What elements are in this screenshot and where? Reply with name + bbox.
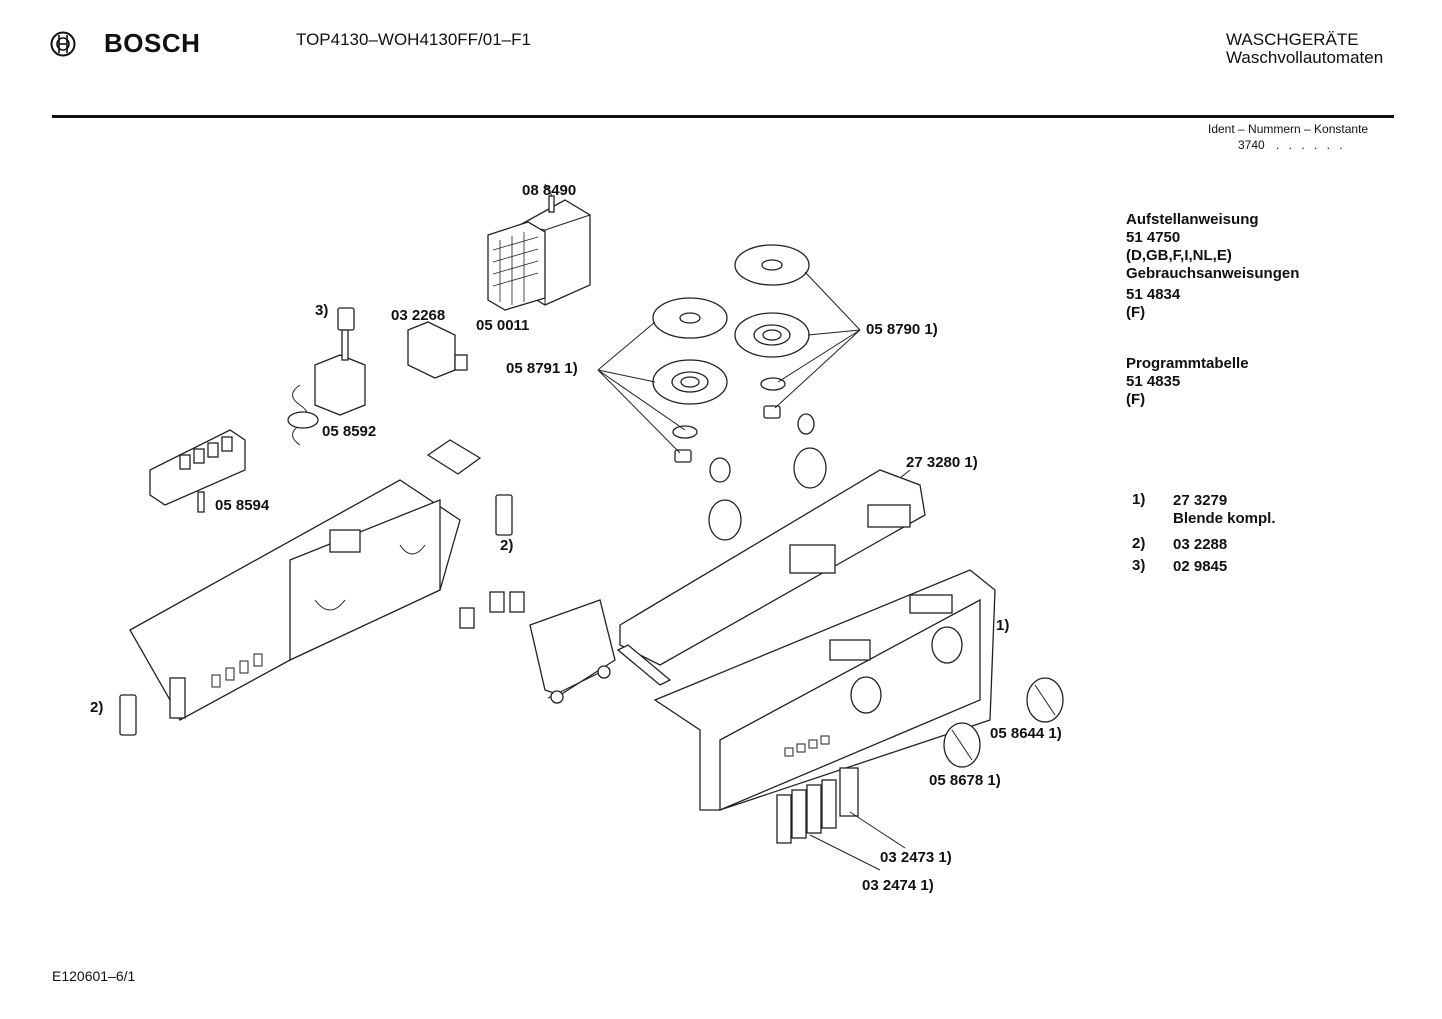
knob-left-part [943, 722, 981, 768]
button-leaders [809, 811, 906, 871]
category-title: WASCHGERÄTE [1226, 30, 1359, 49]
control-panel-part [653, 569, 996, 811]
motor-part [287, 329, 366, 446]
footnote-key-2: 2) [1132, 535, 1146, 552]
ident-value: 3740 [1238, 138, 1265, 152]
push-buttons-part [776, 767, 859, 844]
circuit-board-part [149, 429, 246, 513]
label-clip-2-upper: 2) [500, 537, 513, 554]
switch-part [407, 321, 468, 379]
label-button-a: 03 2473 1) [880, 849, 952, 866]
clip-3-part [337, 307, 355, 331]
label-clip-2-lower: 2) [90, 699, 103, 716]
doc-program-number: 51 4835 [1126, 373, 1181, 390]
header-rule [52, 115, 1394, 118]
doc-install-title: Aufstellanweisung [1126, 211, 1259, 228]
category-subtitle: Waschvollautomaten [1226, 48, 1384, 67]
contact-springs-part [459, 591, 525, 629]
doc-program-title: Programmtabelle [1126, 355, 1249, 372]
footnote-key-1: 1) [1132, 491, 1146, 508]
doc-install-number: 51 4750 [1126, 229, 1181, 246]
footnote-value-2: 03 2288 [1173, 536, 1228, 553]
disc-left-bottom [652, 359, 728, 405]
footnote-key-3: 3) [1132, 557, 1146, 574]
label-timer: 08 8490 [522, 182, 576, 199]
disc-right-bottom [734, 312, 810, 358]
doc-manual-title: Gebrauchsanweisungen [1126, 265, 1300, 282]
model-number: TOP4130–WOH4130FF/01–F1 [296, 30, 531, 49]
chassis-part [129, 479, 461, 721]
label-panel-strip: 27 3280 1) [906, 454, 978, 471]
brand-name: BOSCH [104, 28, 201, 58]
footnote-value-3: 02 9845 [1173, 558, 1228, 575]
clip-2-upper-part [495, 494, 513, 536]
label-circuit-board: 05 8594 [215, 497, 270, 514]
label-knob-left: 05 8678 1) [929, 772, 1001, 789]
contact-bracket-part [529, 599, 616, 704]
frame-part [426, 439, 482, 475]
label-switch: 03 2268 [391, 307, 445, 324]
panel-strip-part [619, 469, 926, 666]
label-button-b: 03 2474 1) [862, 877, 934, 894]
doc-manual-language: (F) [1126, 304, 1146, 321]
disc-right-top [734, 244, 810, 286]
timer-cover-part [487, 221, 546, 311]
label-knob-right: 05 8644 1) [990, 725, 1062, 742]
footnote-value-1: 27 3279 [1173, 492, 1228, 509]
label-control-panel: 1) [996, 617, 1009, 634]
rod-part [616, 644, 672, 686]
bosch-logo-icon [50, 31, 76, 57]
label-clip-3: 3) [315, 302, 328, 319]
footnote-extra-1: Blende kompl. [1173, 510, 1276, 527]
label-disc-left: 05 8791 1) [506, 360, 578, 377]
doc-program-language: (F) [1126, 391, 1146, 408]
drawing-code: E120601–6/1 [52, 968, 136, 984]
ident-label: Ident – Nummern – Konstante [1208, 122, 1369, 136]
doc-manual-number: 51 4834 [1126, 286, 1181, 303]
ident-dots: . . . . . . [1276, 138, 1346, 152]
label-motor: 05 8592 [322, 423, 376, 440]
label-disc-right: 05 8790 1) [866, 321, 938, 338]
doc-install-languages: (D,GB,F,I,NL,E) [1126, 247, 1232, 264]
label-timer-cover: 05 0011 [476, 317, 529, 334]
clip-2-lower-part [119, 694, 137, 736]
disc-left-top [652, 297, 728, 339]
gear-parts [708, 413, 827, 541]
disc-leaders [597, 271, 861, 454]
knob-right-part [1026, 677, 1064, 723]
